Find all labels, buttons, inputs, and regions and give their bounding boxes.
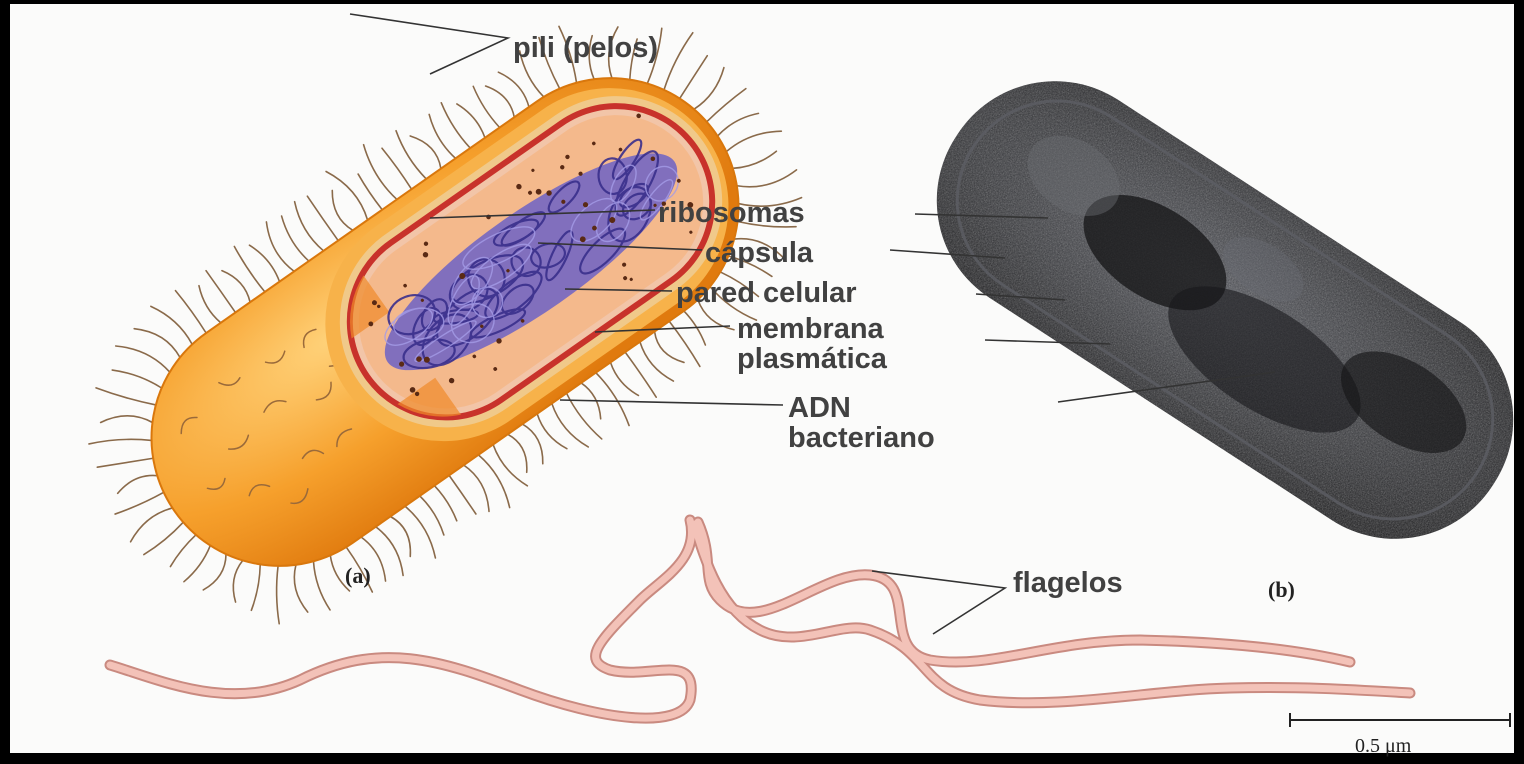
label-bacteriano: bacteriano <box>788 422 935 454</box>
label-pili: pili (pelos) <box>513 32 658 64</box>
scale-bar-label: 0.5 μm <box>1355 735 1412 757</box>
label-membrana: membrana <box>737 313 885 345</box>
panel-b-label: (b) <box>1268 577 1295 602</box>
label-pared-celular: pared celular <box>676 277 857 309</box>
label-flagelos: flagelos <box>1013 567 1123 599</box>
panel-a-label: (a) <box>345 563 371 588</box>
label-adn: ADN <box>788 392 851 424</box>
label-capsula: cápsula <box>705 237 814 269</box>
label-plasmatica: plasmática <box>737 343 888 375</box>
label-ribosomas: ribosomas <box>658 197 805 229</box>
